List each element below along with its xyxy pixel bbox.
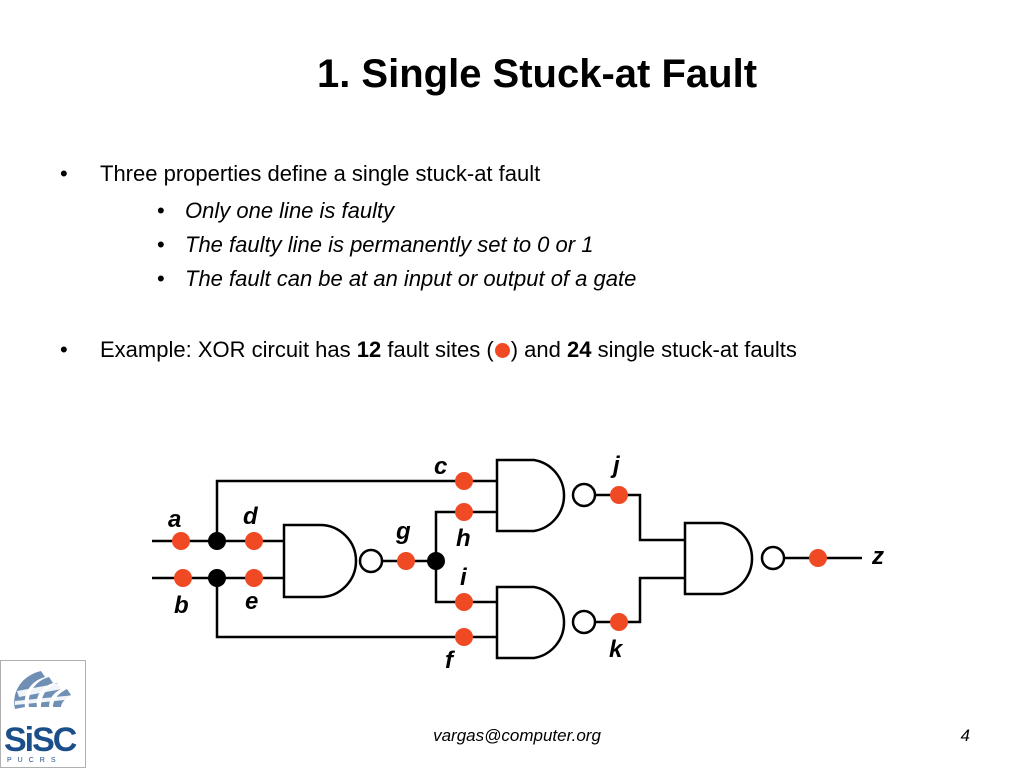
fault-site-j [610,486,628,504]
fault-site-a [172,532,190,550]
fault-site-f [455,628,473,646]
fault-site-i [455,593,473,611]
label-b: b [174,592,189,619]
example-bullet: • Example: XOR circuit has 12 fault site… [60,336,960,364]
example-mid2: ) and [510,337,567,362]
nand-gate-2 [495,458,597,533]
fault-site-g [397,552,415,570]
sub-bullet-item: • The fault can be at an input or output… [60,262,960,296]
label-j: j [610,452,621,479]
fault-sites-count: 12 [356,337,382,362]
fanout-point-g [427,552,445,570]
stuck-at-faults-count: 24 [566,337,592,362]
page-number: 4 [960,726,970,745]
fault-site-z [809,549,827,567]
nand-gate-4 [683,521,786,596]
label-e: e [245,588,258,615]
bullet-item: • Three properties define a single stuck… [60,160,960,188]
label-i: i [460,564,468,591]
bullet-text: Three properties define a single stuck-a… [100,161,541,186]
logo-text: SiSC [4,721,77,759]
label-a: a [168,506,181,533]
label-h: h [456,525,471,552]
sub-bullet-text: Only one line is faulty [185,198,395,223]
sub-bullet-item: • The faulty line is permanently set to … [60,228,960,262]
example-mid1: fault sites ( [381,337,494,362]
sub-bullet-item: • Only one line is faulty [60,194,960,228]
nand-gate-1 [282,523,384,599]
nand-gates [282,458,786,660]
label-c: c [434,453,447,480]
sub-bullet-text: The faulty line is permanently set to 0 … [185,232,594,257]
fanout-point-a [208,532,226,550]
bullet-dot: • [157,232,165,257]
bullet-dot: • [60,161,68,186]
fault-site-h [455,503,473,521]
fault-site-e [245,569,263,587]
label-g: g [395,518,411,545]
example-suffix: single stuck-at faults [591,337,797,362]
fault-site-k [610,613,628,631]
example-prefix: Example: XOR circuit has [100,337,357,362]
label-z: z [871,543,884,570]
bullet-dot: • [157,266,165,291]
sisc-pucrs-logo: SiSC PUCRS [0,660,86,768]
bullet-dot: • [60,337,68,362]
nand-gate-3 [495,585,597,660]
label-k: k [609,636,624,663]
fanout-point-b [208,569,226,587]
label-d: d [243,503,259,530]
logo-subtitle: PUCRS [7,757,62,764]
fault-site-c [455,472,473,490]
bullet-dot: • [157,198,165,223]
fanout-points [208,532,445,587]
sphere-grid-icon [14,671,75,709]
fault-site-labels: a b c d e f g h i j k z [168,452,884,674]
fault-site-b [174,569,192,587]
slide-title: 1. Single Stuck-at Fault [316,52,758,96]
fault-site-d [245,532,263,550]
label-f: f [445,647,455,674]
fault-site-marker-icon [494,343,510,358]
footer-email: vargas@computer.org [433,726,601,745]
sub-bullet-text: The fault can be at an input or output o… [185,266,637,291]
bullet-list: • Three properties define a single stuck… [60,160,960,364]
fault-sites [172,472,827,646]
